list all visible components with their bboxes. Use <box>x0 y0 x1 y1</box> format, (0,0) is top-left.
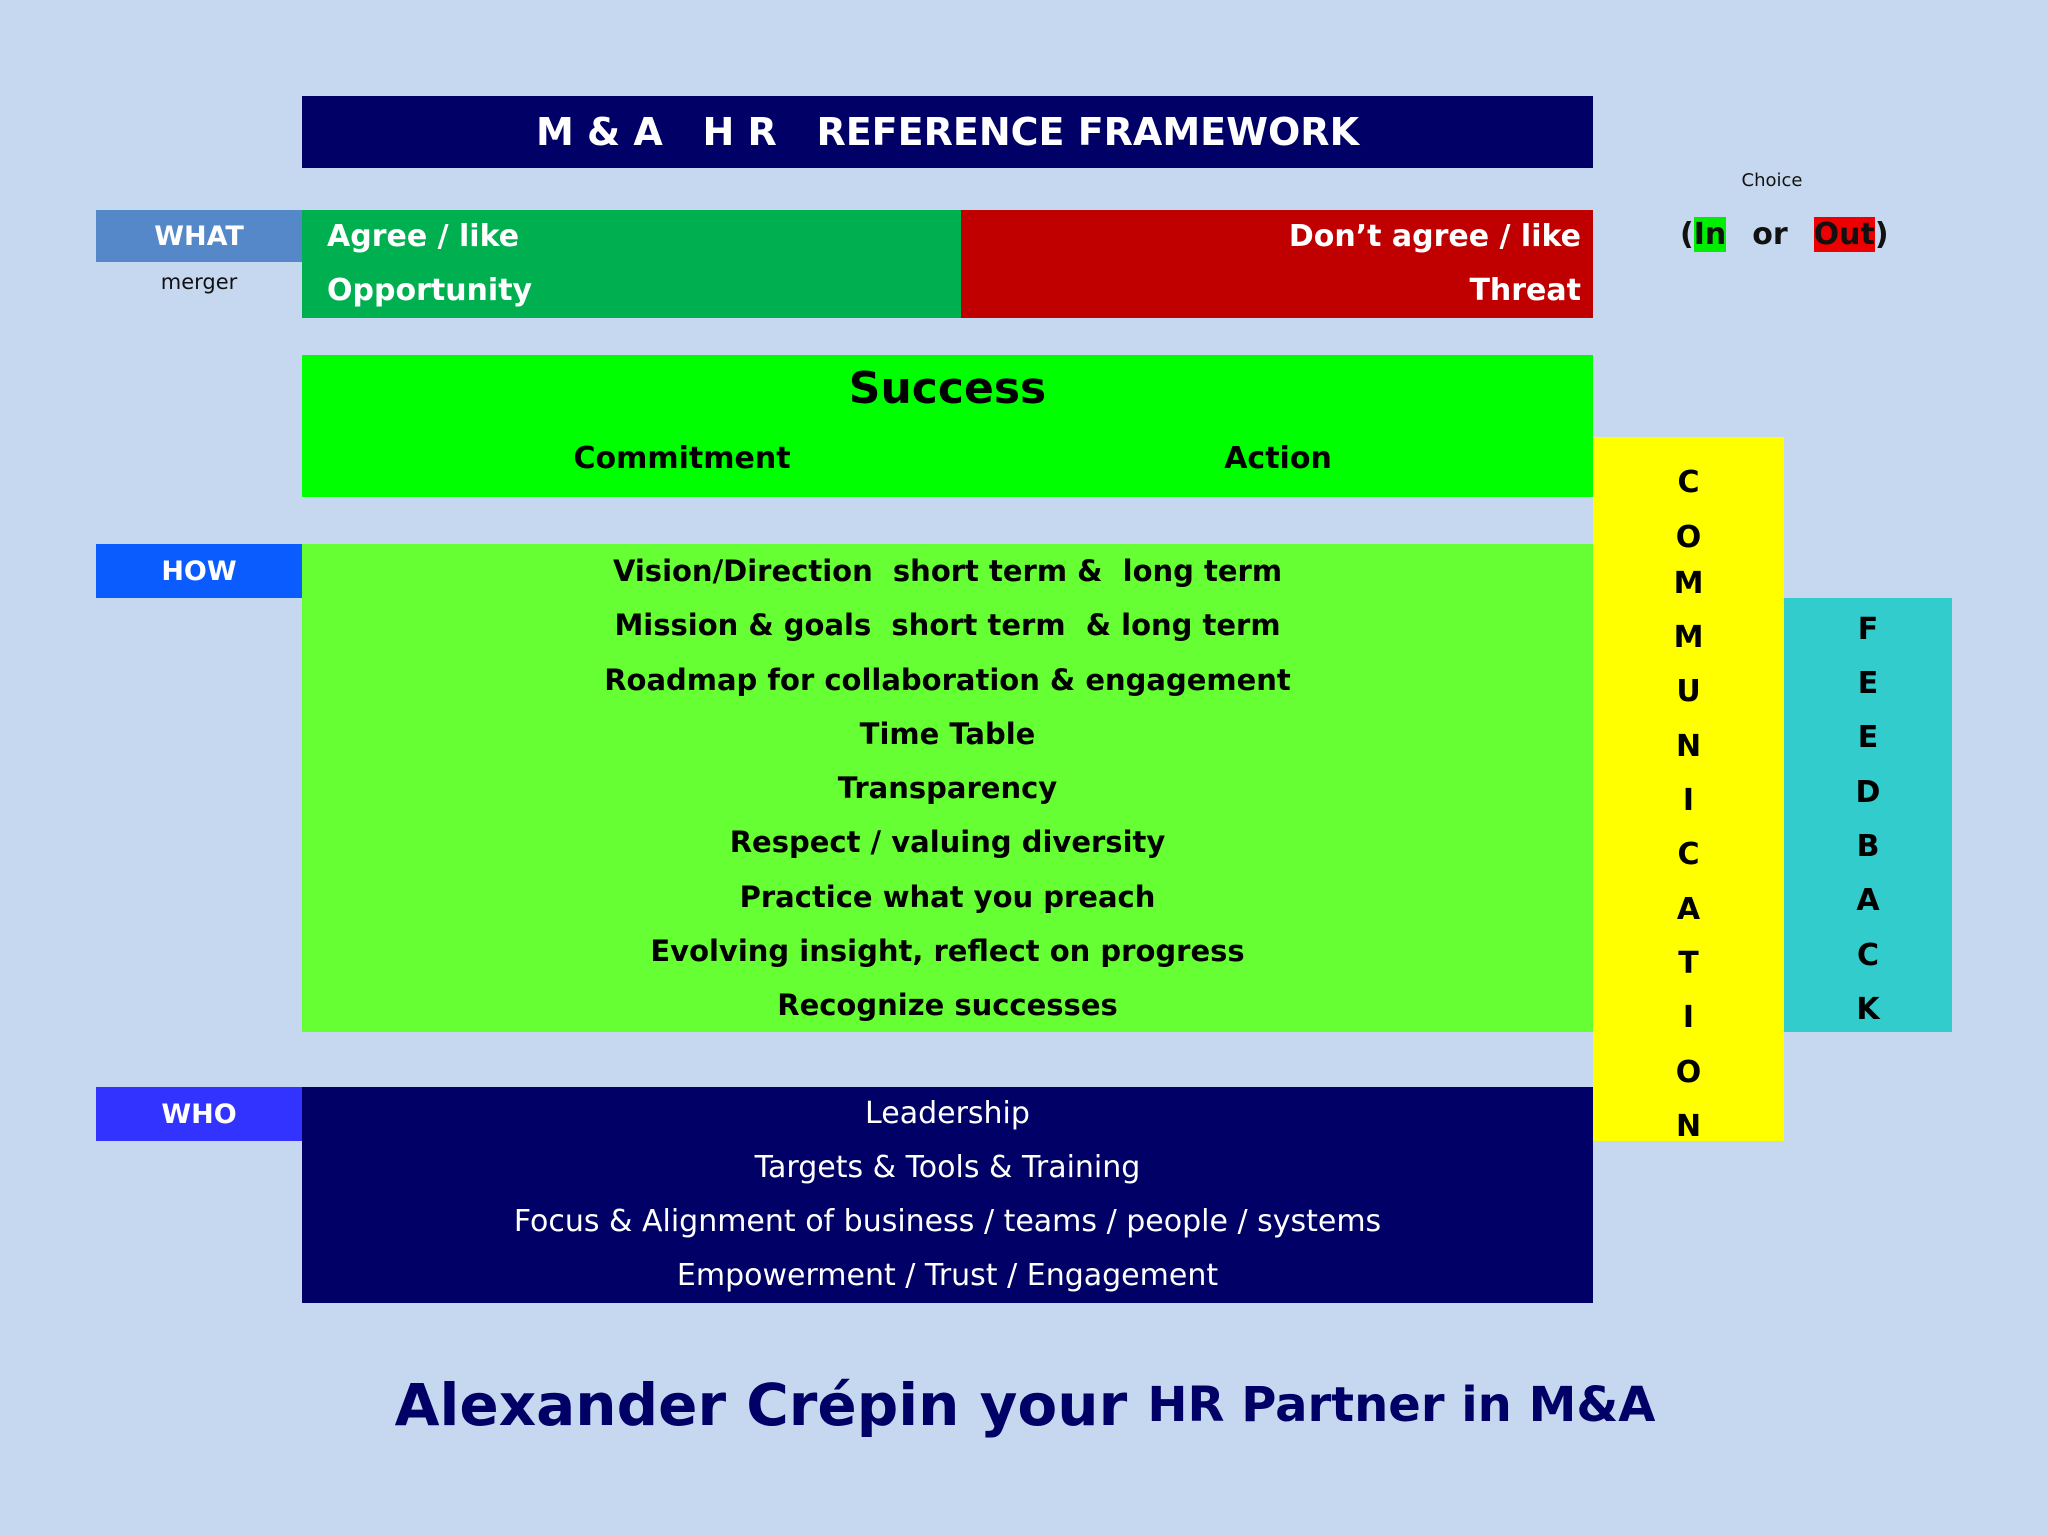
who-list: Leadership Targets & Tools & Training Fo… <box>302 1087 1593 1303</box>
how-item: Roadmap for collaboration & engagement <box>604 662 1291 697</box>
how-list: Vision/Direction short term & long term … <box>302 544 1593 1032</box>
communication-letter: C <box>1677 837 1700 872</box>
communication-letter: N <box>1675 1109 1702 1144</box>
communication-letter: A <box>1676 892 1701 927</box>
how-item: Transparency <box>837 771 1058 806</box>
action-label: Action <box>1224 441 1332 476</box>
feedback-letter: F <box>1857 612 1879 647</box>
communication-letter: M <box>1673 566 1704 601</box>
feedback-letter: A <box>1856 883 1880 918</box>
communication-letter: N <box>1675 729 1702 764</box>
commitment-label: Commitment <box>573 441 791 476</box>
who-item: Empowerment / Trust / Engagement <box>676 1258 1219 1293</box>
communication-letter: M <box>1673 620 1704 655</box>
footer-name: Alexander Crépin your <box>394 1371 1148 1439</box>
threat-panel: Don’t agree / like Threat <box>961 210 1593 318</box>
choice-indicator: ( In or Out ) <box>1680 210 1889 258</box>
opportunity-text: Opportunity <box>327 273 533 308</box>
choice-in: In <box>1693 216 1727 252</box>
communication-letter: U <box>1676 674 1701 709</box>
who-label: WHO <box>96 1087 302 1141</box>
choice-or: or <box>1752 216 1788 252</box>
opportunity-panel: Agree / like Opportunity <box>302 210 961 318</box>
feedback-letter: B <box>1856 829 1880 864</box>
communication-column: C O M M U N I C A T I O N <box>1593 437 1784 1144</box>
how-item: Mission & goals short term & long term <box>614 608 1281 643</box>
who-item: Leadership <box>865 1096 1030 1131</box>
choice-close-paren: ) <box>1874 216 1889 252</box>
feedback-letter: D <box>1855 775 1881 810</box>
how-label: HOW <box>96 544 302 598</box>
feedback-letter: E <box>1857 666 1879 701</box>
agree-text: Agree / like <box>327 219 520 254</box>
feedback-letter: K <box>1856 992 1880 1027</box>
framework-title: M & A H R REFERENCE FRAMEWORK <box>302 96 1593 168</box>
communication-letter: O <box>1675 1055 1702 1090</box>
choice-out: Out <box>1813 216 1875 252</box>
what-label: WHAT <box>96 210 302 262</box>
feedback-letter: E <box>1857 720 1879 755</box>
how-item: Practice what you preach <box>739 879 1156 914</box>
how-item: Evolving insight, reflect on progress <box>650 934 1245 969</box>
how-item: Respect / valuing diversity <box>729 825 1166 860</box>
what-sublabel: merger <box>160 270 238 294</box>
footer-role: HR Partner in M&A <box>1147 1377 1656 1433</box>
success-box: Success Commitment Action <box>302 355 1593 497</box>
communication-letter: C <box>1677 465 1700 500</box>
choice-caption: Choice <box>1741 169 1803 191</box>
success-title: Success <box>848 363 1047 414</box>
how-item: Recognize successes <box>777 988 1118 1023</box>
communication-letter: O <box>1675 520 1702 555</box>
who-item: Targets & Tools & Training <box>754 1150 1141 1185</box>
communication-letter: T <box>1678 946 1699 981</box>
how-item: Time Table <box>859 716 1036 751</box>
feedback-column: F E E D B A C K <box>1784 598 1952 1032</box>
communication-letter: I <box>1682 1000 1695 1035</box>
footer-tagline: Alexander Crépin your HR Partner in M&A <box>300 1360 1750 1450</box>
disagree-text: Don’t agree / like <box>1288 219 1581 254</box>
communication-letter: I <box>1682 783 1695 818</box>
choice-open-paren: ( <box>1680 216 1694 252</box>
threat-text: Threat <box>1469 273 1581 308</box>
who-item: Focus & Alignment of business / teams / … <box>513 1204 1382 1239</box>
feedback-letter: C <box>1856 938 1880 973</box>
how-item: Vision/Direction short term & long term <box>612 554 1283 588</box>
